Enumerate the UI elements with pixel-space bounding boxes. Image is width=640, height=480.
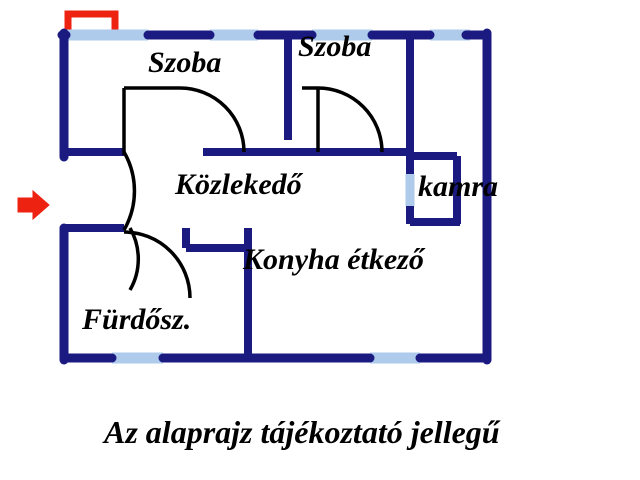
plan-disclaimer-caption: Az alaprajz tájékoztató jellegű [104, 414, 500, 450]
window-openings [62, 29, 470, 364]
exterior-walls [57, 28, 492, 365]
door-swing-szoba1 [124, 86, 246, 153]
room-label-kamra: kamra [418, 170, 499, 203]
door-swings [122, 86, 384, 299]
room-label-szoba-2: Szoba [298, 30, 372, 63]
door-swing-entrance-2 [128, 227, 141, 291]
door-swing-szoba2 [317, 86, 384, 153]
interior-walls [64, 35, 461, 358]
door-swing-entrance [122, 151, 137, 231]
balcony-outline [64, 10, 119, 33]
entrance-arrow-icon [17, 189, 50, 221]
room-label-konyha-etkezo: Konyha étkező [243, 243, 424, 276]
door-swing-furdo [123, 230, 192, 299]
room-label-szoba-1: Szoba [148, 46, 222, 79]
room-label-kozlekedo: Közlekedő [175, 168, 302, 201]
room-label-furdoszoba: Fürdősz. [82, 303, 192, 336]
